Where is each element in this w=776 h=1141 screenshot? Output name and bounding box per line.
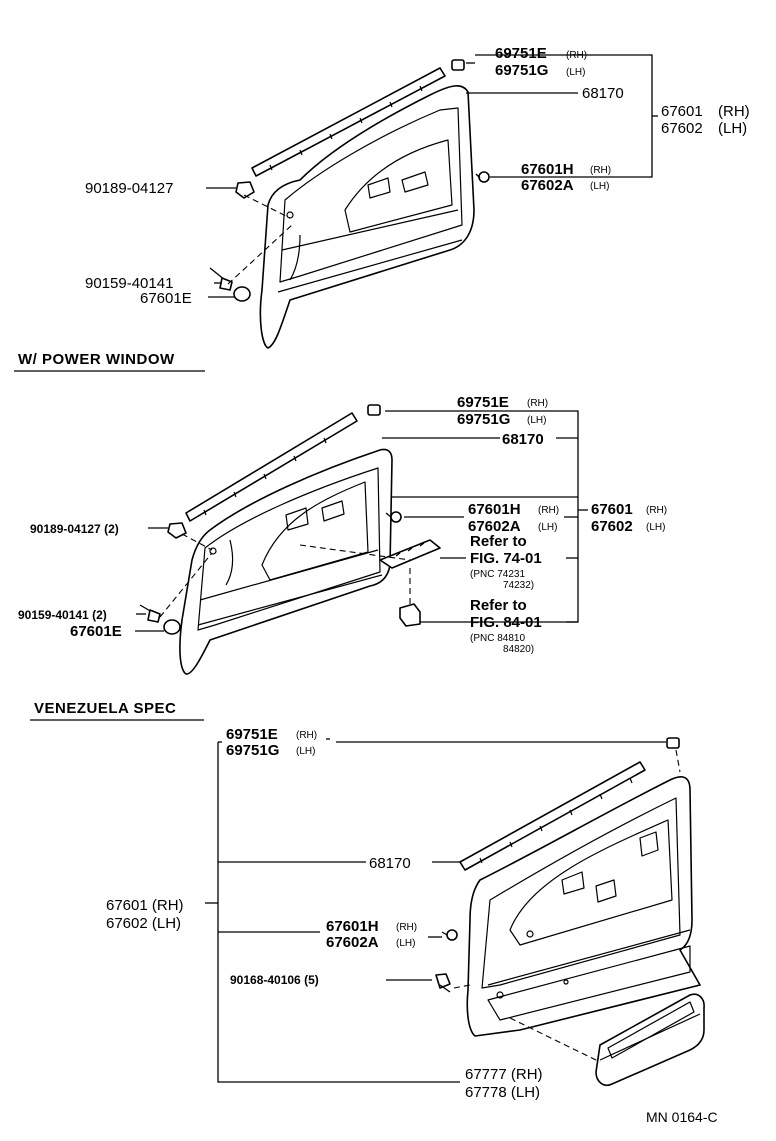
bottom-armrest-67777 xyxy=(595,993,705,1087)
middle-label-68170: 68170 xyxy=(502,431,544,448)
bottom-screw-90168 xyxy=(435,973,451,993)
bottom-label-67778: 67778 (LH) xyxy=(465,1084,540,1101)
middle-label-90189: 90189-04127 (2) xyxy=(30,522,119,536)
section-header-venezuela: VENEZUELA SPEC xyxy=(34,700,176,717)
middle-label-69751e: 69751E xyxy=(457,394,509,411)
middle-section: 69751E (RH) 69751G (LH) 68170 67601H (RH… xyxy=(18,394,667,675)
bottom-label-69751g: 69751G xyxy=(226,742,279,759)
middle-label-69751g: 69751G xyxy=(457,411,510,428)
bottom-door-trim-panel xyxy=(466,776,701,1037)
middle-label-pnc2b: 84820) xyxy=(503,644,534,655)
top-label-67601e: 67601E xyxy=(140,290,192,307)
section-header-power-window: W/ POWER WINDOW xyxy=(18,351,175,368)
bottom-clip-67601h xyxy=(441,929,458,941)
bottom-label-69751g-side: (LH) xyxy=(296,746,315,757)
middle-cap-67601e xyxy=(163,619,181,635)
bottom-window-strip xyxy=(459,761,646,871)
middle-label-67601h-side: (RH) xyxy=(538,505,559,516)
middle-label-refer2: Refer to xyxy=(470,597,527,614)
middle-label-67601h: 67601H xyxy=(468,501,521,518)
top-clip-90189 xyxy=(235,181,255,199)
middle-label-67602-side: (LH) xyxy=(646,522,665,533)
bottom-section: 69751E (RH) 69751G (LH) 68170 67601 (RH)… xyxy=(106,726,705,1101)
middle-label-67602a: 67602A xyxy=(468,518,521,535)
top-clip-69751 xyxy=(451,59,465,71)
middle-label-fig2: FIG. 84-01 xyxy=(470,614,542,631)
bottom-label-68170: 68170 xyxy=(369,855,411,872)
middle-label-90159: 90159-40141 (2) xyxy=(18,608,107,622)
top-screw-90159 xyxy=(209,267,233,291)
bottom-label-67601: 67601 (RH) xyxy=(106,897,184,914)
middle-label-fig1: FIG. 74-01 xyxy=(470,550,542,567)
middle-clip-67601h xyxy=(385,511,402,523)
bottom-label-69751e-side: (RH) xyxy=(296,730,317,741)
top-label-69751g-side: (LH) xyxy=(566,67,585,78)
bottom-label-67602a: 67602A xyxy=(326,934,379,951)
middle-label-69751e-side: (RH) xyxy=(527,398,548,409)
middle-label-pnc1a: (PNC 74231 xyxy=(470,569,525,580)
top-label-67602a: 67602A xyxy=(521,177,574,194)
middle-window-strip xyxy=(185,412,358,522)
middle-label-67602a-side: (LH) xyxy=(538,522,557,533)
middle-label-67601-side: (RH) xyxy=(646,505,667,516)
figure-code: MN 0164-C xyxy=(646,1109,718,1125)
top-label-67601: 67601 xyxy=(661,103,703,120)
middle-label-pnc2a: (PNC 84810 xyxy=(470,633,525,644)
top-clip-67601h xyxy=(475,171,490,183)
middle-clip-90189 xyxy=(167,522,187,539)
top-label-67601-side: (RH) xyxy=(718,103,750,120)
bottom-label-67602: 67602 (LH) xyxy=(106,915,181,932)
top-label-67602-side: (LH) xyxy=(718,120,747,137)
bottom-label-67601h-side: (RH) xyxy=(396,922,417,933)
top-door-trim-panel xyxy=(259,85,475,349)
middle-clip-69751 xyxy=(367,404,381,416)
middle-door-trim-panel xyxy=(179,448,393,675)
top-label-68170: 68170 xyxy=(582,85,624,102)
top-label-90159: 90159-40141 xyxy=(85,275,173,292)
top-window-strip xyxy=(251,67,446,177)
top-section: 69751E (RH) 69751G (LH) 68170 67601 (RH)… xyxy=(85,45,750,349)
bottom-label-90168: 90168-40106 (5) xyxy=(230,973,319,987)
top-label-69751e: 69751E xyxy=(495,45,547,62)
bottom-label-67602a-side: (LH) xyxy=(396,938,415,949)
middle-label-67602: 67602 xyxy=(591,518,633,535)
middle-label-refer1: Refer to xyxy=(470,533,527,550)
top-cap-67601e xyxy=(233,286,251,302)
top-label-90189: 90189-04127 xyxy=(85,180,173,197)
middle-screw-90159 xyxy=(139,604,161,623)
bottom-label-67777: 67777 (RH) xyxy=(465,1066,543,1083)
bottom-label-69751e: 69751E xyxy=(226,726,278,743)
middle-label-69751g-side: (LH) xyxy=(527,415,546,426)
top-label-69751e-side: (RH) xyxy=(566,50,587,61)
middle-lock-switch xyxy=(399,603,421,627)
top-label-67602a-side: (LH) xyxy=(590,181,609,192)
middle-label-67601: 67601 xyxy=(591,501,633,518)
top-label-67601h-side: (RH) xyxy=(590,165,611,176)
middle-power-window-switch xyxy=(379,539,441,569)
bottom-clip-69751 xyxy=(666,737,680,749)
middle-label-pnc1b: 74232) xyxy=(503,580,534,591)
middle-label-67601e: 67601E xyxy=(70,623,122,640)
top-label-67601h: 67601H xyxy=(521,161,574,178)
bottom-label-67601h: 67601H xyxy=(326,918,379,935)
top-label-67602: 67602 xyxy=(661,120,703,137)
top-label-69751g: 69751G xyxy=(495,62,548,79)
